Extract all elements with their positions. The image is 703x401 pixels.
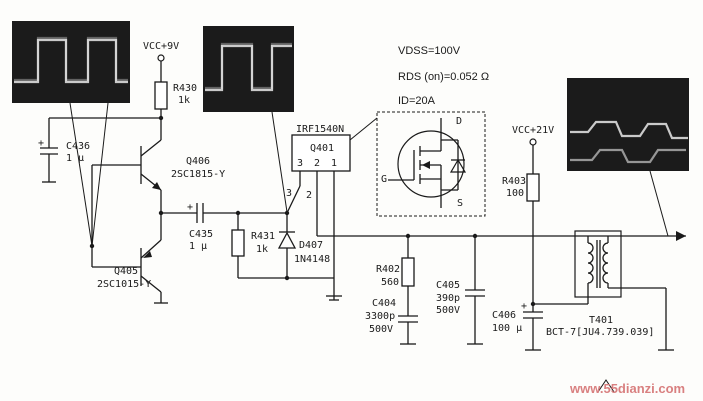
d407-diode [277,213,297,278]
q401-pin-3: 3 [297,158,303,169]
probe-pointer [69,102,93,247]
probe-pointer [271,111,288,213]
r402-value: 560 [381,277,399,288]
svg-text:+: + [38,138,44,149]
t401-part: BCT-7[JU4.739.039] [546,327,654,338]
t401-transformer [533,230,674,351]
q401-pin-3-lead: 3 [286,188,292,199]
t401-ref: T401 [589,315,613,326]
q401-pin-2: 2 [314,158,320,169]
output-arrow-icon [676,231,686,241]
c406-value: 100 μ [492,323,522,334]
vcc-9v-label: VCC+9V [143,41,179,52]
r402-ref: R402 [376,264,400,275]
c405-value: 390p [436,293,460,304]
svg-text:+: + [521,301,527,312]
r430-value: 1k [178,95,190,106]
q405-part: 2SC1015-Y [97,279,151,290]
r402-resistor [401,236,415,316]
c436-capacitor: + [38,118,58,183]
q405-ref: Q405 [114,266,138,277]
q401-part: IRF1540N [296,124,344,135]
d407-ref: D407 [299,240,323,251]
svg-text:+: + [187,202,193,213]
q406-transistor [92,139,162,191]
mosfet-pin-d: D [456,116,462,127]
c435-capacitor: + [161,202,287,223]
c404-ref: C404 [372,298,396,309]
scope-inset-left [12,21,130,103]
r430-resistor [154,81,168,118]
probe-pointer [91,102,109,247]
r403-ref: R403 [502,176,526,187]
c406-ref: C406 [492,310,516,321]
vcc-9v-terminal [157,54,165,82]
mosfet-symbol [349,111,486,217]
vcc-21v-label: VCC+21V [512,125,554,136]
r431-value: 1k [256,244,268,255]
scope-inset-middle [203,26,294,112]
q401-pin-1: 1 [331,158,337,169]
q406-part: 2SC1815-Y [171,169,225,180]
c436-value: 1 μ [66,153,84,164]
q406-ref: Q406 [186,156,210,167]
c435-value: 1 μ [189,241,207,252]
q401-pin-2-lead: 2 [306,190,312,201]
c404-voltage: 500V [369,324,393,335]
caret-mark [597,379,615,393]
probe-pointer [649,170,669,237]
q401-ref: Q401 [310,143,334,154]
c406-capacitor: + [521,301,543,351]
c405-ref: C405 [436,280,460,291]
spec-rds-on: RDS (on)=0.052 Ω [398,71,489,83]
r403-value: 100 [506,188,524,199]
c404-value: 3300p [365,311,395,322]
c405-capacitor [465,236,485,345]
mosfet-pin-g: G [381,174,387,185]
spec-id: ID=20A [398,95,436,107]
spec-vdss: VDSS=100V [398,45,461,57]
r403-resistor [526,173,540,304]
junction-dot [284,275,290,281]
q405-transistor [92,239,168,304]
junction-dot [89,243,95,249]
r431-ref: R431 [251,231,275,242]
c405-voltage: 500V [436,305,460,316]
c404-capacitor [398,315,418,345]
r431-resistor [231,213,245,278]
vcc-21v-terminal [529,138,537,174]
r430-ref: R430 [173,83,197,94]
c435-ref: C435 [189,229,213,240]
mosfet-pin-s: S [457,198,463,209]
c436-ref: C436 [66,141,90,152]
watermark-text: www.55dianzi.com [569,381,685,396]
d407-part: 1N4148 [294,254,330,265]
scope-inset-right [567,78,689,171]
